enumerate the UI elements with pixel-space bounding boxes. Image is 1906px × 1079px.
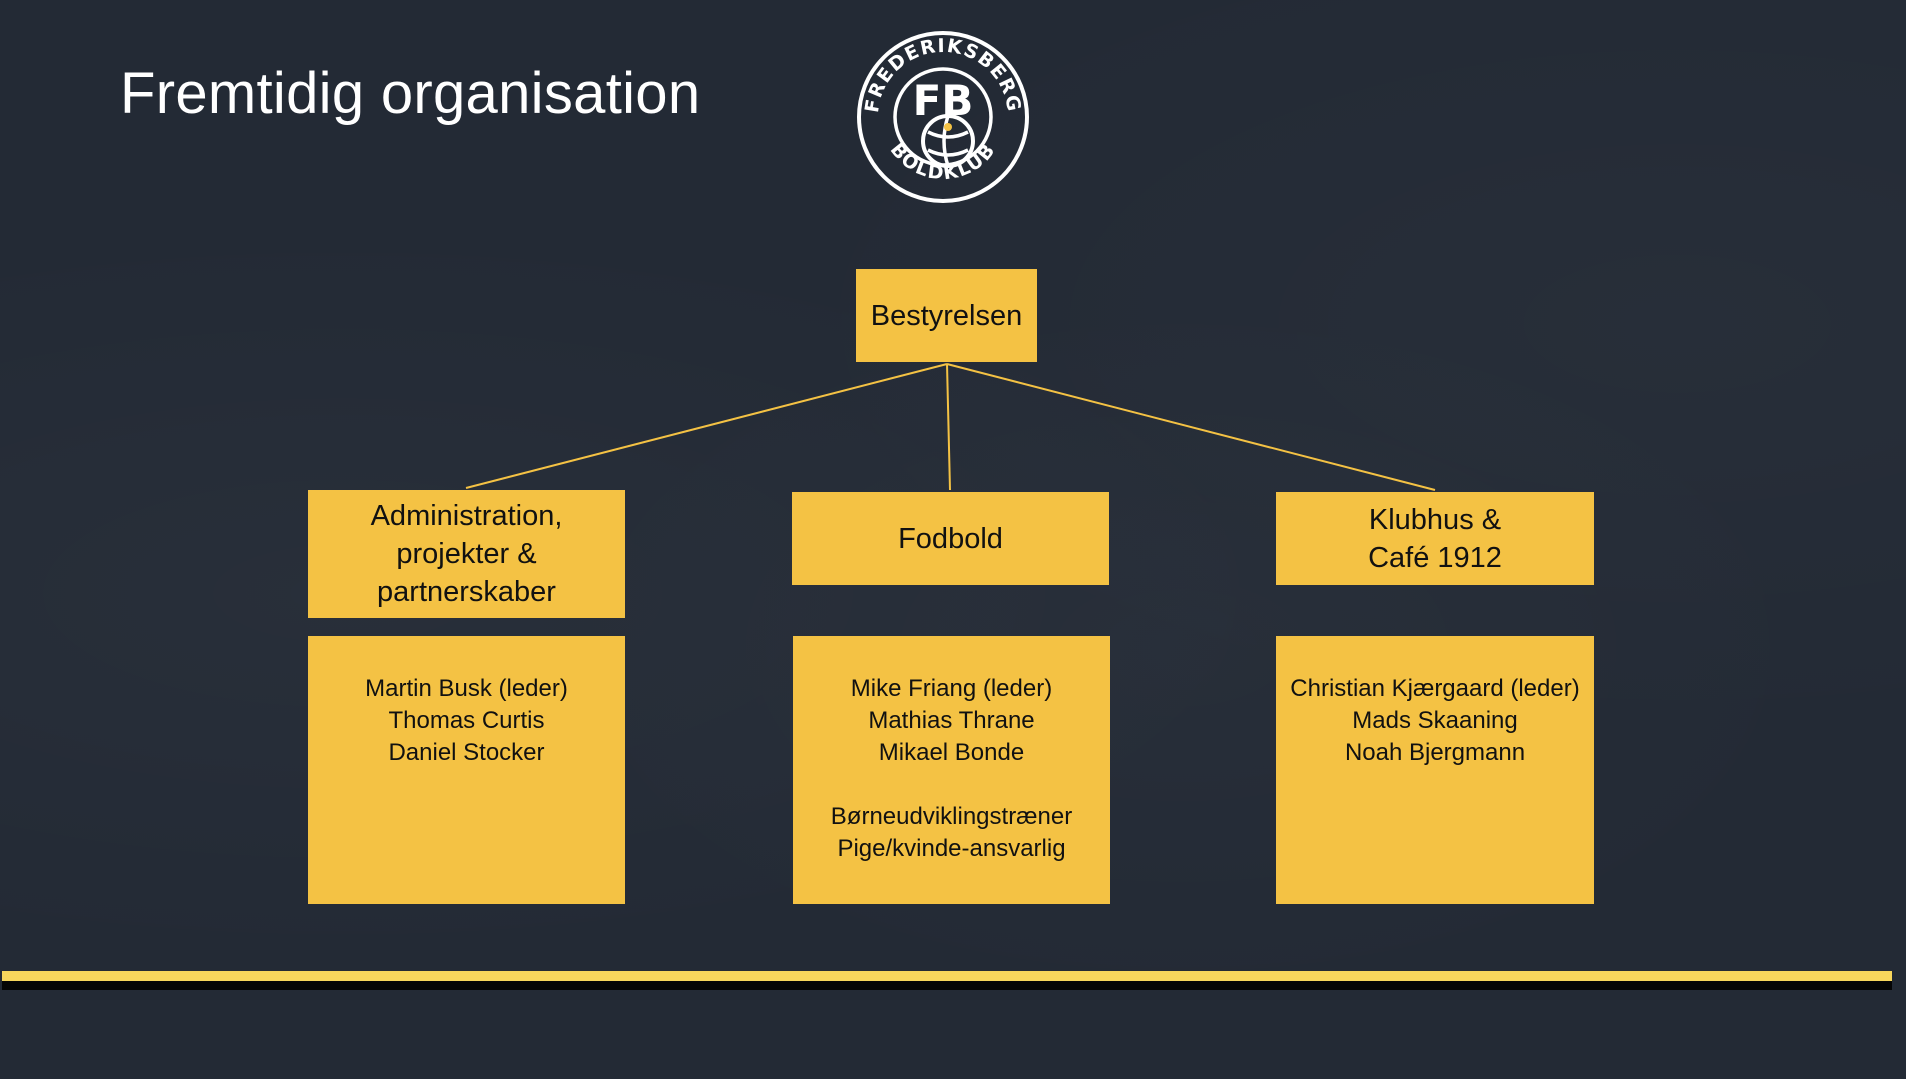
member-name: Mads Skaaning (1352, 707, 1518, 734)
members-box-administration: Martin Busk (leder) Thomas Curtis Daniel… (308, 636, 625, 904)
members-box-fodbold: Mike Friang (leder) Mathias Thrane Mikae… (793, 636, 1110, 904)
member-name: Martin Busk (leder) (365, 675, 568, 702)
connector-line (946, 363, 951, 491)
accent-bar-shadow (2, 981, 1892, 990)
department-title: Fodbold (898, 522, 1003, 555)
role-name: Pige/kvinde-ansvarlig (837, 835, 1066, 862)
department-box-administration: Administration, projekter & partnerskabe… (308, 490, 625, 618)
member-name: Daniel Stocker (388, 739, 545, 766)
member-name: Noah Bjergmann (1344, 739, 1526, 766)
org-root-label: Bestyrelsen (870, 299, 1023, 332)
org-root-box: Bestyrelsen (856, 269, 1037, 362)
department-title: Administration, projekter & partnerskabe… (370, 500, 563, 608)
members-box-klubhus: Christian Kjærgaard (leder) Mads Skaanin… (1276, 636, 1594, 904)
member-name: Christian Kjærgaard (leder) (1290, 675, 1580, 702)
department-box-fodbold: Fodbold (792, 492, 1109, 585)
member-name: Mikael Bonde (878, 739, 1025, 766)
department-title: Klubhus & Café 1912 (1368, 503, 1502, 574)
department-box-klubhus: Klubhus & Café 1912 (1276, 492, 1594, 585)
member-name: Mathias Thrane (868, 707, 1035, 734)
connector-line (946, 363, 1436, 491)
member-name: Thomas Curtis (388, 707, 545, 734)
connector-line (465, 363, 948, 489)
slide-title: Fremtidig organisation (120, 61, 701, 126)
football-icon (921, 114, 975, 168)
role-name: Børneudviklingstræner (830, 803, 1073, 830)
club-logo: FREDERIKSBERG BOLDKLUB FB (857, 31, 1029, 203)
member-spacer (793, 769, 1110, 801)
accent-bar (2, 971, 1892, 981)
member-name: Mike Friang (leder) (850, 675, 1053, 702)
